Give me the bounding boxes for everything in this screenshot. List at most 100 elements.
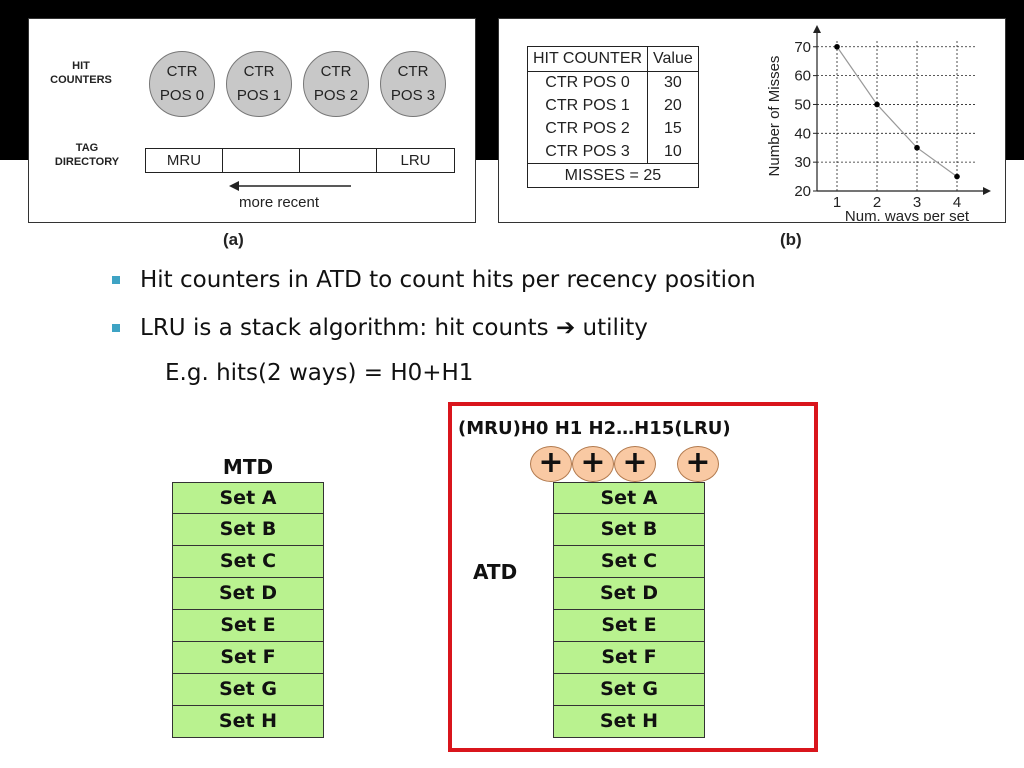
mtd-set: Set E [172,610,324,642]
tag-directory-row: MRU LRU [145,148,455,173]
tag-cell-lru: LRU [400,152,431,169]
x-tick-label: 1 [833,194,841,211]
bullet-text: Hit counters in ATD to count hits per re… [140,267,756,293]
mtd-set: Set D [172,578,324,610]
hit-counters-label: HIT COUNTERS [35,59,127,87]
data-point [914,144,920,151]
atd-set: Set B [553,514,705,546]
bullet-text: LRU is a stack algorithm: hit counts ➔ u… [140,315,648,341]
counter-pos1-line2: POS 1 [236,87,282,104]
mtd-set-list: Set A Set B Set C Set D Set E Set F Set … [172,482,324,738]
table-cell: 10 [647,140,699,164]
y-tick-label: 70 [794,39,811,56]
hit-counters-label-line1: HIT [72,60,90,72]
y-tick-label: 50 [794,96,811,113]
atd-set: Set H [553,706,705,738]
counter-pos0-line2: POS 0 [159,87,205,104]
mtd-set: Set C [172,546,324,578]
atd-set: Set F [553,642,705,674]
caption-b: (b) [780,230,802,249]
counter-pos2-line1: CTR [320,63,352,80]
x-axis-arrow-icon [983,187,991,195]
x-tick-label: 2 [873,194,881,211]
x-axis-label: Num. ways per set [845,208,970,221]
tag-directory-label-line1: TAG [75,142,99,154]
x-tick-label: 3 [913,194,921,211]
mtd-set: Set H [172,706,324,738]
table-cell: CTR POS 0 [526,71,649,95]
caption-a: (a) [223,230,244,249]
tag-cell-3 [300,149,377,172]
table-cell: 20 [647,94,699,118]
plus-icon: + [530,446,572,482]
data-point [834,43,840,50]
mtd-set: Set F [172,642,324,674]
plus-icon: + [614,446,656,482]
atd-label: ATD [473,560,518,584]
atd-box [448,402,818,752]
hit-counters-label-line2: COUNTERS [50,74,112,86]
tag-cell-2 [223,149,300,172]
table-cell: CTR POS 3 [526,140,649,164]
counter-pos2: CTR POS 2 [303,51,369,117]
bullet-item: LRU is a stack algorithm: hit counts ➔ u… [110,310,756,358]
tag-directory-label-line2: DIRECTORY [54,156,120,168]
table-cell: 15 [647,117,699,141]
bullet-square-icon [112,276,120,284]
left-arrow-icon [229,181,351,191]
bullet-list: Hit counters in ATD to count hits per re… [110,262,756,388]
counter-pos1: CTR POS 1 [226,51,292,117]
plus-icon: + [677,446,719,482]
table-header-cell: HIT COUNTER [526,46,649,72]
x-tick-label: 4 [953,194,961,211]
atd-set: Set G [553,674,705,706]
table-cell: CTR POS 2 [526,117,649,141]
counter-pos0: CTR POS 0 [149,51,215,117]
misses-cell: MISSES = 25 [527,163,699,188]
mtd-set: Set G [172,674,324,706]
y-tick-label: 60 [794,68,811,85]
atd-set: Set C [553,546,705,578]
atd-set: Set E [553,610,705,642]
table-cell: CTR POS 1 [526,94,649,118]
counter-pos3-line1: CTR [397,63,429,80]
bullet-square-icon [112,324,120,332]
y-axis-arrow-icon [813,25,821,33]
bullet-subtext: E.g. hits(2 ways) = H0+H1 [165,360,474,386]
misses-series-line [836,46,958,178]
y-axis-label: Number of Misses [767,56,783,177]
table-header-row: HIT COUNTER Value [526,46,699,72]
counter-pos3: CTR POS 3 [380,51,446,117]
mtd-set: Set B [172,514,324,546]
counter-pos2-line2: POS 2 [313,87,359,104]
bullet-item: Hit counters in ATD to count hits per re… [110,262,756,310]
tag-cell-mru: MRU [146,149,223,172]
data-point [874,101,880,108]
y-tick-label: 20 [794,183,811,200]
atd-set: Set D [553,578,705,610]
plus-icon: + [572,446,614,482]
counter-pos0-line1: CTR [166,63,198,80]
table-footer-row: MISSES = 25 [527,163,699,188]
atd-set-list: Set A Set B Set C Set D Set E Set F Set … [553,482,705,738]
y-tick-label: 30 [794,154,811,171]
mtd-set: Set A [172,482,324,514]
counter-pos1-line1: CTR [243,63,275,80]
table-header-cell: Value [647,46,699,72]
data-point [954,173,960,180]
mtd-title: MTD [222,455,274,479]
counter-pos3-line2: POS 3 [390,87,436,104]
tag-directory-label: TAG DIRECTORY [37,141,137,169]
table-cell: 30 [647,71,699,95]
y-tick-label: 40 [794,125,811,142]
arrow-label: more recent [239,194,320,211]
atd-header: (MRU)H0 H1 H2…H15(LRU) [458,418,731,439]
